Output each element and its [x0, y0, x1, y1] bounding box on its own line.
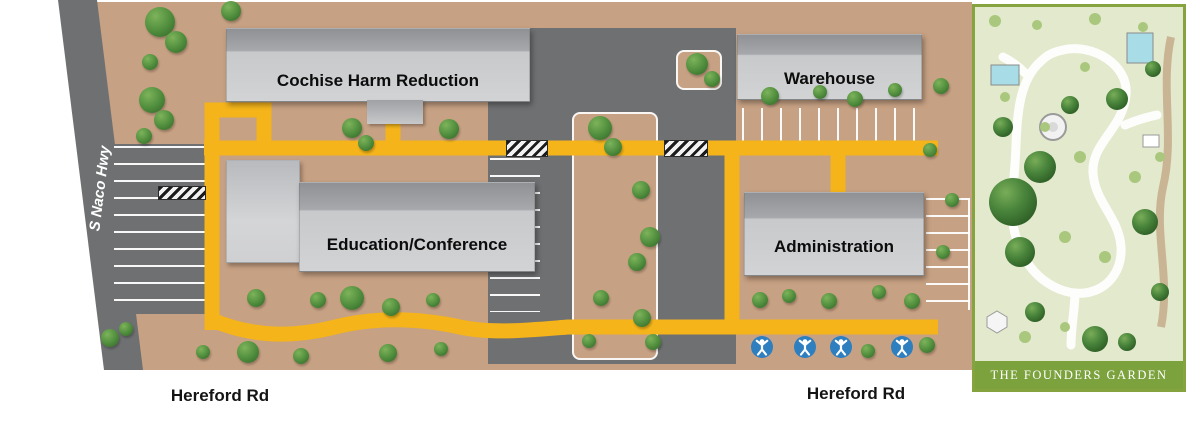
parking-stripes [114, 146, 206, 312]
tree-icon [752, 292, 768, 308]
garden-shed [990, 64, 1020, 86]
building-education-conference: Education/Conference [299, 182, 535, 272]
person-marker-icon [830, 336, 852, 358]
tree-icon [919, 337, 935, 353]
tree-icon [358, 135, 374, 151]
person-marker-icon [794, 336, 816, 358]
tree-icon [632, 181, 650, 199]
tree-icon [119, 322, 133, 336]
crosswalk [506, 140, 548, 157]
tree-icon [704, 71, 720, 87]
tree-icon [645, 334, 661, 350]
person-marker-icon [891, 336, 913, 358]
tree-icon [593, 290, 609, 306]
tree-icon [813, 85, 827, 99]
garden-title-banner: THE FOUNDERS GARDEN [975, 361, 1183, 389]
building-cochise-harm-reduction: Cochise Harm Reduction [226, 28, 530, 102]
tree-icon [872, 285, 886, 299]
tree-icon [847, 91, 863, 107]
tree-icon [782, 289, 796, 303]
tree-icon [821, 293, 837, 309]
garden-map [986, 13, 1175, 352]
tree-icon [640, 227, 660, 247]
tree-icon [379, 344, 397, 362]
tree-icon [888, 83, 902, 97]
tree-icon [628, 253, 646, 271]
tree-icon [342, 118, 362, 138]
tree-icon [154, 110, 174, 130]
tree-icon [588, 116, 612, 140]
tree-icon [101, 329, 119, 347]
tree-icon [633, 309, 651, 327]
parking-stripes [742, 108, 930, 146]
building-administration: Administration [744, 192, 924, 276]
building-label: Warehouse [783, 69, 875, 88]
garden-shed [1126, 32, 1154, 64]
tree-icon [761, 87, 779, 105]
hereford-rd-label-left: Hereford Rd [170, 386, 270, 405]
person-marker-icon [751, 336, 773, 358]
tree-icon [136, 128, 152, 144]
hereford-rd-label-right: Hereford Rd [806, 384, 906, 403]
tree-icon [434, 342, 448, 356]
tree-icon [139, 87, 165, 113]
building-label: Education/Conference [326, 235, 508, 254]
garden-pavilion-roof [1048, 122, 1058, 132]
building-label: Administration [774, 237, 894, 256]
tree-icon [221, 1, 241, 21]
tree-icon [582, 334, 596, 348]
tree-icon [382, 298, 400, 316]
tree-icon [340, 286, 364, 310]
tree-icon [945, 193, 959, 207]
tree-icon [310, 292, 326, 308]
tree-icon [861, 344, 875, 358]
building-entrance [367, 100, 423, 124]
tree-icon [293, 348, 309, 364]
tree-icon [923, 143, 937, 157]
tree-icon [165, 31, 187, 53]
tree-icon [604, 138, 622, 156]
garden-trail [1155, 36, 1175, 328]
tree-icon [196, 345, 210, 359]
tree-icon [426, 293, 440, 307]
building-label: Cochise Harm Reduction [276, 71, 480, 90]
garden-gazebo [986, 310, 1008, 334]
tree-icon [237, 341, 259, 363]
tree-icon [247, 289, 265, 307]
tree-icon [142, 54, 158, 70]
tree-icon [904, 293, 920, 309]
building-education-annex [226, 160, 300, 263]
tree-icon [686, 53, 708, 75]
tree-icon [933, 78, 949, 94]
tree-icon [439, 119, 459, 139]
tree-icon [936, 245, 950, 259]
crosswalk [664, 140, 708, 157]
founders-garden: THE FOUNDERS GARDEN [972, 4, 1186, 392]
crosswalk [158, 186, 206, 200]
garden-shed [1142, 134, 1160, 148]
